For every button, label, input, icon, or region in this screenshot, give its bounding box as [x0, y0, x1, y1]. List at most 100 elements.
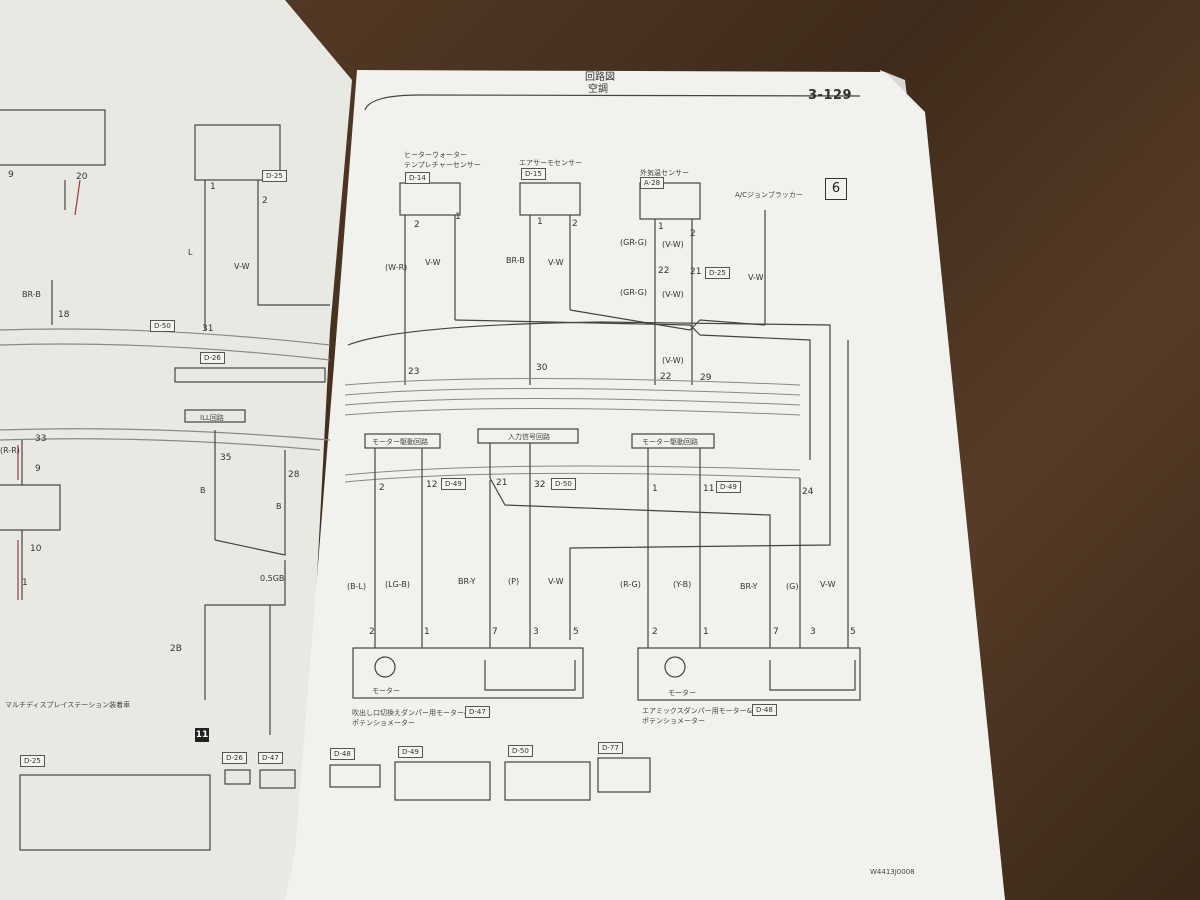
pin: 1 — [424, 627, 430, 637]
connector-ref: D-49 — [716, 481, 741, 493]
wire-label: V-W — [548, 258, 564, 267]
pin: 23 — [408, 367, 420, 377]
motor-label-2: モーター — [668, 689, 696, 697]
pin: 29 — [700, 373, 712, 383]
pin: 2 — [262, 196, 268, 206]
connector-view-tag: D-47 — [258, 752, 283, 764]
wire-label: (V-W) — [662, 240, 684, 249]
wire-label: BR-B — [22, 290, 41, 299]
wire-label: V-W — [425, 258, 441, 267]
wire-label: (R-R) — [0, 446, 20, 455]
block-motor-drive-2 — [631, 433, 715, 449]
connector-ref: D-47 — [465, 706, 490, 718]
block-motor-drive-1 — [364, 433, 441, 449]
pin: 1 — [22, 578, 28, 588]
damper-label-2: エアミックスダンパー用モーター& ポテンショメーター — [642, 707, 753, 725]
sensor-connector-3: A-28 — [640, 177, 665, 189]
connector-view-tag: D-48 — [330, 748, 355, 760]
block-input-signal — [477, 428, 579, 444]
pin: 5 — [850, 627, 856, 637]
pin: 31 — [202, 324, 214, 334]
motor-assembly-2 — [637, 647, 861, 701]
wire-label: BR-Y — [740, 582, 758, 591]
sensor-box-a28 — [639, 182, 701, 220]
wire-label: (V-W) — [662, 356, 684, 365]
wire-label: L — [188, 248, 193, 257]
pin: 20 — [76, 172, 88, 182]
sensor-label-3: 外気温センサー — [640, 169, 689, 177]
pin: 33 — [35, 434, 47, 444]
multi-display-label: マルチディスプレイステーション装着車 — [5, 701, 131, 709]
pin: 30 — [536, 363, 548, 373]
pin: 22 — [658, 266, 670, 276]
pin: 1 — [210, 182, 216, 192]
wire-label: (B-L) — [347, 582, 367, 591]
pin: 2 — [690, 229, 696, 239]
ground-tag: 11 — [195, 728, 209, 742]
wire-label: BR-Y — [458, 577, 476, 586]
damper-label-1: 吹出し口切換えダンパー用モーター& ポテンショメーター — [352, 709, 470, 727]
pin: 3 — [533, 627, 539, 637]
wire-label: (GR-G) — [620, 288, 648, 297]
wire-label: (R-G) — [620, 580, 641, 589]
pin: 9 — [8, 170, 14, 180]
wire-label: V-W — [234, 262, 250, 271]
pin: 1 — [455, 212, 461, 222]
sensor-label-1: ヒーターウォーター テンプレチャーセンサー — [404, 151, 481, 169]
pin: 35 — [220, 453, 232, 463]
pin: 5 — [573, 627, 579, 637]
wire-label: BR-B — [506, 256, 525, 265]
pin: 7 — [773, 627, 779, 637]
connector-view-tag: D-50 — [508, 745, 533, 757]
connector-ref: D-25 — [262, 170, 287, 182]
pin: 1 — [658, 222, 664, 232]
pin: 1 — [537, 217, 543, 227]
pin: 18 — [58, 310, 70, 320]
wire-label: (W-R) — [385, 263, 408, 272]
pin: 21 — [690, 267, 702, 277]
wire-label: 0.5GB — [260, 574, 285, 583]
wire-label: V-W — [548, 577, 564, 586]
connector-ref: D-50 — [150, 320, 175, 332]
header-rule — [364, 94, 861, 111]
connector-ref: D-48 — [752, 704, 777, 716]
left-page — [0, 0, 352, 900]
pin: 32 — [534, 480, 546, 490]
wire-label: (LG-B) — [385, 580, 410, 589]
motor-assembly-1 — [352, 647, 584, 699]
sensor-connector-2: D-15 — [521, 168, 546, 180]
block-label-input-signal: 入力信号回路 — [508, 433, 550, 441]
connector-view-tag: D-77 — [598, 742, 623, 754]
header-section: 回路図 — [585, 72, 615, 83]
sensor-label-4: A/Cジョンブラッカー — [735, 191, 803, 199]
motor-label-1: モーター — [372, 687, 400, 695]
wire-label: (GR-G) — [620, 238, 648, 247]
pin: 2B — [170, 644, 182, 654]
header-subsection: 空調 — [588, 84, 608, 95]
pin: 2 — [379, 483, 385, 493]
pin: 10 — [30, 544, 42, 554]
pin: 2 — [369, 627, 375, 637]
pin: 2 — [414, 220, 420, 230]
section-box: 6 — [825, 178, 847, 200]
sensor-label-2: エアサーモセンサー — [519, 159, 582, 167]
pin: 7 — [492, 627, 498, 637]
wire-label: V-W — [820, 580, 836, 589]
pin: 11 — [703, 484, 715, 494]
pin: 22 — [660, 372, 672, 382]
connector-view-tag: D-25 — [20, 755, 45, 767]
wire-label: (G) — [786, 582, 799, 591]
ref-code: W4413J0008 — [870, 868, 915, 876]
connector-ref: D-26 — [200, 352, 225, 364]
connector-view-tag: D-26 — [222, 752, 247, 764]
pin: 2 — [652, 627, 658, 637]
pin: 28 — [288, 470, 300, 480]
connector-ref: D-25 — [705, 267, 730, 279]
block-label-ill: ILL回路 — [200, 414, 224, 422]
wire-label: V-W — [748, 273, 764, 282]
pin: 12 — [426, 480, 438, 490]
wire-label: (Y-B) — [673, 580, 692, 589]
wire-label: (P) — [508, 577, 520, 586]
